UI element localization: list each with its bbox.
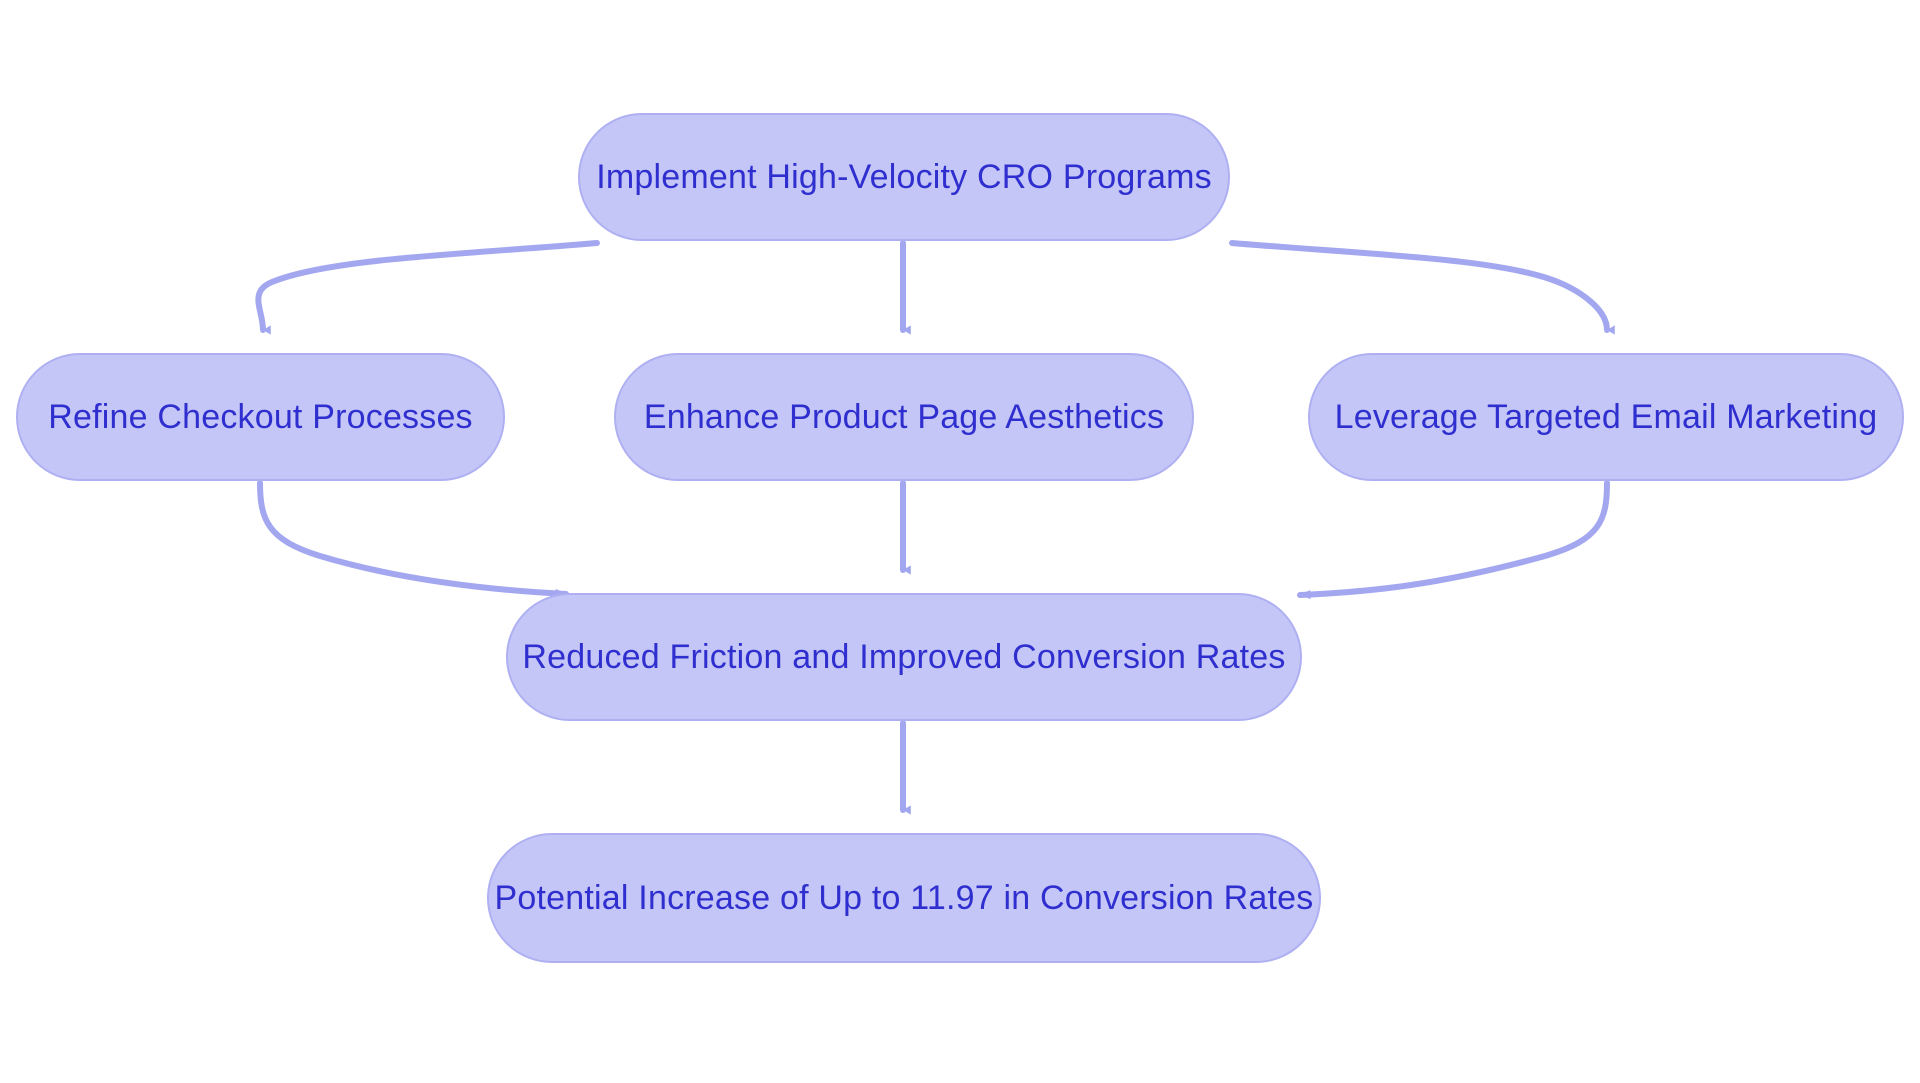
- edge-root-to-checkout: [255, 240, 600, 335]
- edge-checkout-to-reduced: [257, 480, 569, 599]
- edge-root-to-email: [1229, 240, 1615, 335]
- node-label: Refine Checkout Processes: [48, 398, 473, 436]
- node-reduced-friction-and-improved-conversion-rates[interactable]: Reduced Friction and Improved Conversion…: [506, 593, 1302, 721]
- node-potential-increase-in-conversion-rates[interactable]: Potential Increase of Up to 11.97 in Con…: [487, 833, 1321, 963]
- node-label: Leverage Targeted Email Marketing: [1334, 398, 1878, 436]
- node-enhance-product-page-aesthetics[interactable]: Enhance Product Page Aesthetics: [614, 353, 1194, 481]
- node-leverage-targeted-email-marketing[interactable]: Leverage Targeted Email Marketing: [1308, 353, 1904, 481]
- node-label: Enhance Product Page Aesthetics: [643, 398, 1165, 436]
- node-implement-high-velocity-cro-programs[interactable]: Implement High-Velocity CRO Programs: [578, 113, 1230, 241]
- edge-email-to-reduced: [1297, 480, 1610, 600]
- node-label: Potential Increase of Up to 11.97 in Con…: [494, 879, 1314, 917]
- node-label: Reduced Friction and Improved Conversion…: [522, 638, 1286, 676]
- node-refine-checkout-processes[interactable]: Refine Checkout Processes: [16, 353, 505, 481]
- node-label: Implement High-Velocity CRO Programs: [596, 158, 1212, 196]
